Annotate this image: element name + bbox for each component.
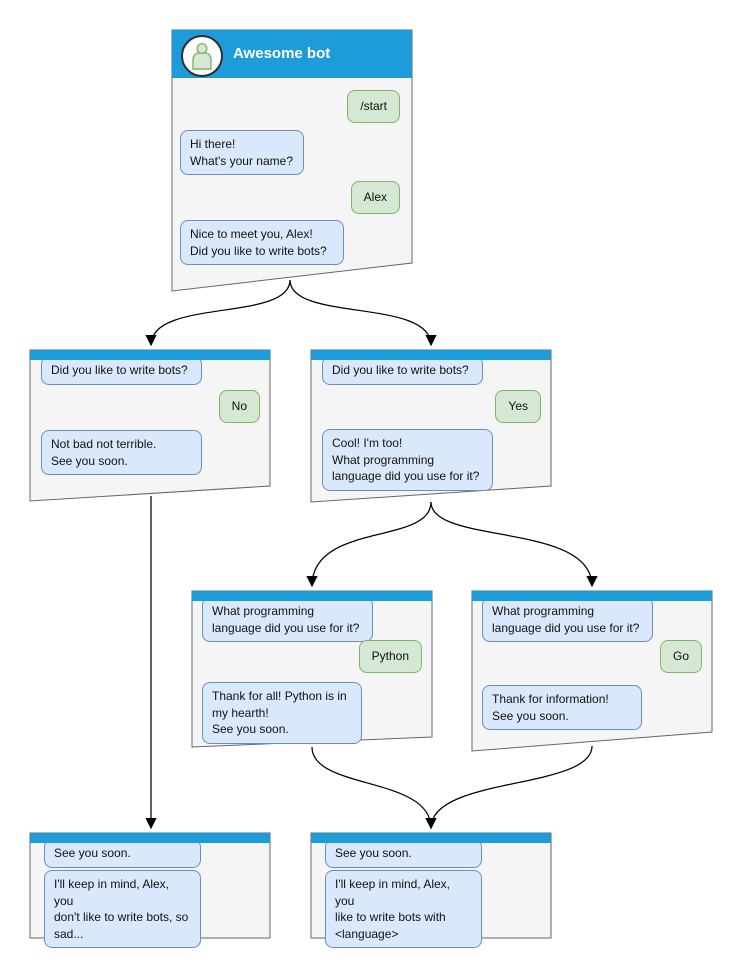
edge-root-to-branch-yes [289, 279, 437, 347]
person-icon [192, 42, 212, 70]
bot-message-bubble: Thank for information! See you soon. [482, 685, 642, 731]
edge-branch-yes-to-go [430, 501, 598, 588]
edge-go-to-end-yes [425, 745, 593, 830]
chat-node-end-no: See you soon. I'll keep in mind, Alex, y… [30, 833, 270, 949]
chat-node-python: What programming language did you use fo… [192, 591, 432, 747]
edge-root-to-branch-no [145, 279, 291, 347]
bot-message-bubble: I'll keep in mind, Alex, you like to wri… [325, 870, 482, 949]
bot-message-bubble: Not bad not terrible. See you soon. [41, 430, 202, 476]
chat-node-end-yes: See you soon. I'll keep in mind, Alex, y… [311, 833, 551, 949]
bot-message-bubble: What programming language did you use fo… [202, 597, 373, 643]
chat-header [311, 350, 551, 360]
bot-message-bubble: Thank for all! Python is in my hearth! S… [202, 682, 362, 744]
chat-node-branch-yes: Did you like to write bots? Yes Cool! I'… [311, 350, 551, 502]
user-message-bubble: No [218, 390, 260, 423]
bot-message-bubble: Did you like to write bots? [322, 356, 483, 385]
bot-message-bubble: Nice to meet you, Alex! Did you like to … [180, 220, 344, 266]
bot-name-title: Awesome bot [233, 45, 331, 62]
chat-header [472, 591, 712, 601]
chat-node-go: What programming language did you use fo… [472, 591, 712, 751]
chat-header [311, 833, 551, 843]
chat-node-root: Awesome bot /start Hi there! What's your… [172, 30, 412, 291]
bot-message-bubble: Did you like to write bots? [41, 356, 202, 385]
chat-header: Awesome bot [172, 30, 412, 78]
edge-python-to-end-yes [311, 746, 437, 830]
edge-branch-yes-to-python [306, 501, 432, 588]
bot-message-bubble: I'll keep in mind, Alex, you don't like … [44, 870, 201, 949]
bot-message-bubble: Hi there! What's your name? [180, 130, 304, 176]
user-message-bubble: Go [659, 640, 702, 673]
user-message-bubble: Alex [350, 181, 400, 214]
chat-header [30, 350, 270, 360]
chat-header [192, 591, 432, 601]
bot-message-bubble: See you soon. [44, 839, 201, 868]
bot-message-bubble: See you soon. [325, 839, 482, 868]
bot-message-bubble: Cool! I'm too! What programming language… [322, 429, 493, 491]
chat-header [30, 833, 270, 843]
chat-node-branch-no: Did you like to write bots? No Not bad n… [30, 350, 270, 501]
avatar [181, 35, 223, 77]
user-message-bubble: Python [358, 640, 422, 673]
bot-message-bubble: What programming language did you use fo… [482, 597, 653, 643]
user-message-bubble: Yes [495, 390, 541, 423]
user-message-bubble: /start [347, 90, 400, 123]
